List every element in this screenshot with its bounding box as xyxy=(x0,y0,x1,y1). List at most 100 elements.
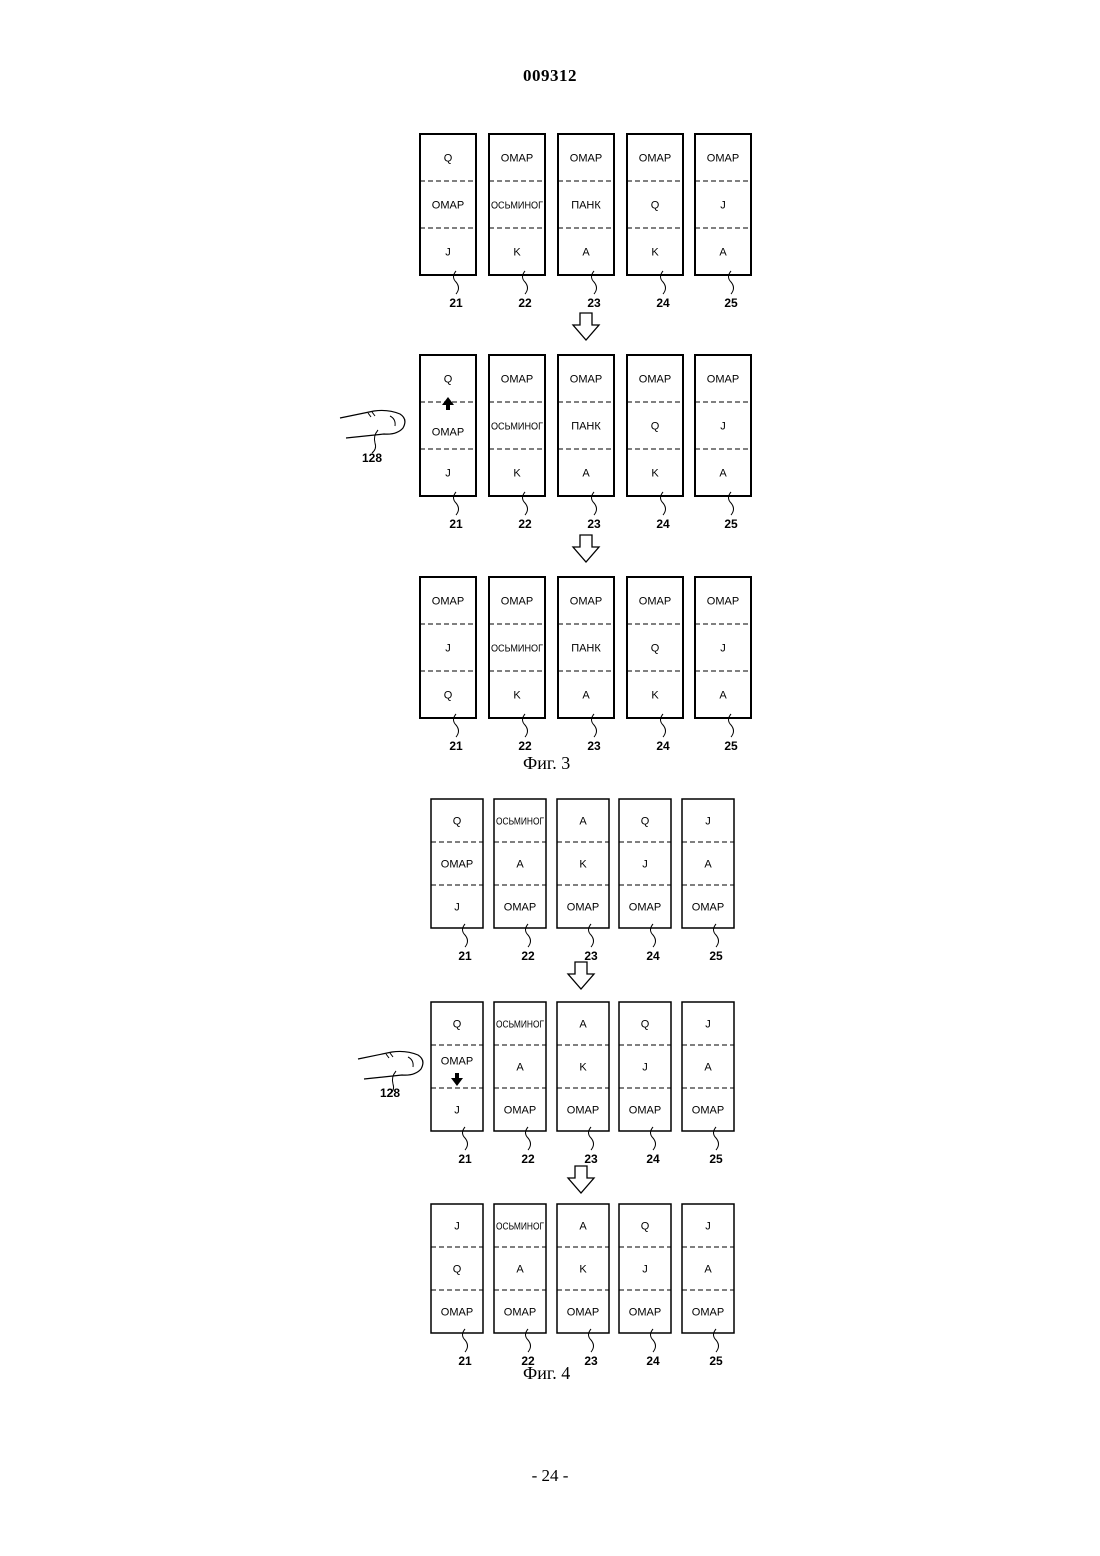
reel-symbol: Q xyxy=(641,816,650,828)
reel-symbol: K xyxy=(513,247,521,259)
reel-22: ОМАРОСЬМИНОГK22 xyxy=(489,577,545,753)
reel-symbol: ПАНК xyxy=(571,200,601,212)
reel-symbol: K xyxy=(651,247,659,259)
reel-symbol: K xyxy=(579,859,587,871)
reel-symbol: ОМАР xyxy=(501,596,533,608)
reel-symbol: ОМАР xyxy=(441,1056,473,1068)
reel-number-label: 21 xyxy=(458,1152,472,1166)
reel-symbol: A xyxy=(516,1062,524,1074)
reel-number-label: 22 xyxy=(518,739,532,753)
reel-symbol: ОСЬМИНОГ xyxy=(491,201,544,212)
reel-25: ОМАРJA25 xyxy=(695,355,751,531)
reel-stage-1: QОМАРJ21ОСЬМИНОГAОМАР22AKОМАР23QJОМАР24J… xyxy=(431,799,734,963)
reel-symbol: K xyxy=(513,468,521,480)
reel-number-label: 22 xyxy=(518,296,532,310)
reel-22: ОМАРОСЬМИНОГK22 xyxy=(489,134,545,310)
reel-symbol: Q xyxy=(651,643,660,655)
reel-23: ОМАРПАНКA23 xyxy=(558,355,614,531)
reel-number-label: 24 xyxy=(656,739,670,753)
reel-symbol: A xyxy=(704,1264,712,1276)
reel-number-label: 24 xyxy=(646,1354,660,1368)
figure-3-caption: Фиг. 3 xyxy=(523,753,570,774)
reel-number-label: 25 xyxy=(724,296,738,310)
reel-number-label: 23 xyxy=(584,949,598,963)
reel-number-label: 23 xyxy=(587,296,601,310)
reel-symbol: J xyxy=(445,643,451,655)
reel-symbol: ОМАР xyxy=(567,1307,599,1319)
reel-symbol: ОМАР xyxy=(441,1307,473,1319)
reel-symbol: A xyxy=(704,1062,712,1074)
reel-22: ОСЬМИНОГAОМАР22 xyxy=(494,1002,546,1166)
reel-24: QJОМАР24 xyxy=(619,1002,671,1166)
reel-symbol: ПАНК xyxy=(571,421,601,433)
reel-24: ОМАРQK24 xyxy=(627,577,683,753)
reel-symbol: Q xyxy=(641,1019,650,1031)
reel-symbol: ОМАР xyxy=(567,1105,599,1117)
reel-number-label: 24 xyxy=(656,296,670,310)
reel-number-label: 23 xyxy=(584,1152,598,1166)
reel-stage-1: QОМАРJ21ОМАРОСЬМИНОГK22ОМАРПАНКA23ОМАРQK… xyxy=(420,134,751,310)
transition-arrow-icon xyxy=(573,313,599,340)
reel-21: QОМАРJ21 xyxy=(420,355,476,531)
reel-symbol: ОМАР xyxy=(639,374,671,386)
reel-symbol: A xyxy=(719,690,727,702)
reel-symbol: ОСЬМИНОГ xyxy=(496,817,544,828)
reel-22: ОСЬМИНОГAОМАР22 xyxy=(494,799,546,963)
reel-stage-3: JQОМАР21ОСЬМИНОГAОМАР22AKОМАР23QJОМАР24J… xyxy=(431,1204,734,1368)
reel-symbol: J xyxy=(642,859,648,871)
page-number: - 24 - xyxy=(0,1466,1100,1486)
reel-symbol: Q xyxy=(641,1221,650,1233)
reel-21: QОМАРJ21 xyxy=(431,799,483,963)
reel-symbol: A xyxy=(704,859,712,871)
reel-symbol: ОМАР xyxy=(570,596,602,608)
reel-symbol: ОМАР xyxy=(629,902,661,914)
reel-number-label: 25 xyxy=(724,739,738,753)
reel-symbol: ОМАР xyxy=(432,200,464,212)
reel-symbol: J xyxy=(705,1019,711,1031)
reel-symbol: J xyxy=(454,1221,460,1233)
reel-symbol: ОСЬМИНОГ xyxy=(491,644,544,655)
reel-symbol: Q xyxy=(444,374,453,386)
reel-symbol: Q xyxy=(444,690,453,702)
reel-number-label: 23 xyxy=(584,1354,598,1368)
reel-number-label: 25 xyxy=(724,517,738,531)
reel-symbol: J xyxy=(720,421,726,433)
reel-symbol: ОМАР xyxy=(707,596,739,608)
reel-symbol: J xyxy=(720,200,726,212)
reel-25: ОМАР J A 25 xyxy=(695,577,751,753)
reel-25: ОМАРJA25 xyxy=(695,134,751,310)
reel-symbol: Q xyxy=(444,153,453,165)
reel-number-label: 23 xyxy=(587,517,601,531)
reel-symbol: ОМАР xyxy=(639,596,671,608)
reel-number-label: 21 xyxy=(458,1354,472,1368)
reel-25: JAОМАР25 xyxy=(682,1002,734,1166)
figure-4: QОМАРJ21ОСЬМИНОГAОМАР22AKОМАР23QJОМАР24J… xyxy=(358,799,734,1368)
reel-symbol: ОМАР xyxy=(570,374,602,386)
reel-25: JAОМАР25 xyxy=(682,799,734,963)
reel-symbol: J xyxy=(445,468,451,480)
reel-symbol: J xyxy=(705,816,711,828)
finger-reference-label: 128 xyxy=(380,1086,400,1100)
reel-number-label: 21 xyxy=(449,296,463,310)
reel-symbol: ОМАР xyxy=(707,374,739,386)
reel-symbol: J xyxy=(445,247,451,259)
reel-symbol: ОМАР xyxy=(441,859,473,871)
reel-symbol: ОМАР xyxy=(629,1307,661,1319)
reel-symbol: Q xyxy=(651,200,660,212)
reel-symbol: J xyxy=(705,1221,711,1233)
reel-number-label: 24 xyxy=(646,1152,660,1166)
reel-symbol: A xyxy=(719,247,727,259)
reel-symbol: A xyxy=(582,690,590,702)
figure-3: QОМАРJ21ОМАРОСЬМИНОГK22ОМАРПАНКA23ОМАРQK… xyxy=(340,134,751,753)
reel-23: AKОМАР23 xyxy=(557,1204,609,1368)
reel-stage-2: QОМАРJ21ОСЬМИНОГAОМАР22AKОМАР23QJОМАР24J… xyxy=(358,1002,734,1166)
transition-arrow-icon xyxy=(568,1166,594,1193)
reel-symbol: ОМАР xyxy=(432,427,464,439)
reel-symbol: ОМАР xyxy=(570,153,602,165)
transition-arrow-icon xyxy=(568,962,594,989)
reel-symbol: J xyxy=(720,643,726,655)
reel-symbol: A xyxy=(579,1019,587,1031)
reel-symbol: K xyxy=(651,468,659,480)
reel-24: QJОМАР24 xyxy=(619,799,671,963)
reel-24: QJОМАР24 xyxy=(619,1204,671,1368)
